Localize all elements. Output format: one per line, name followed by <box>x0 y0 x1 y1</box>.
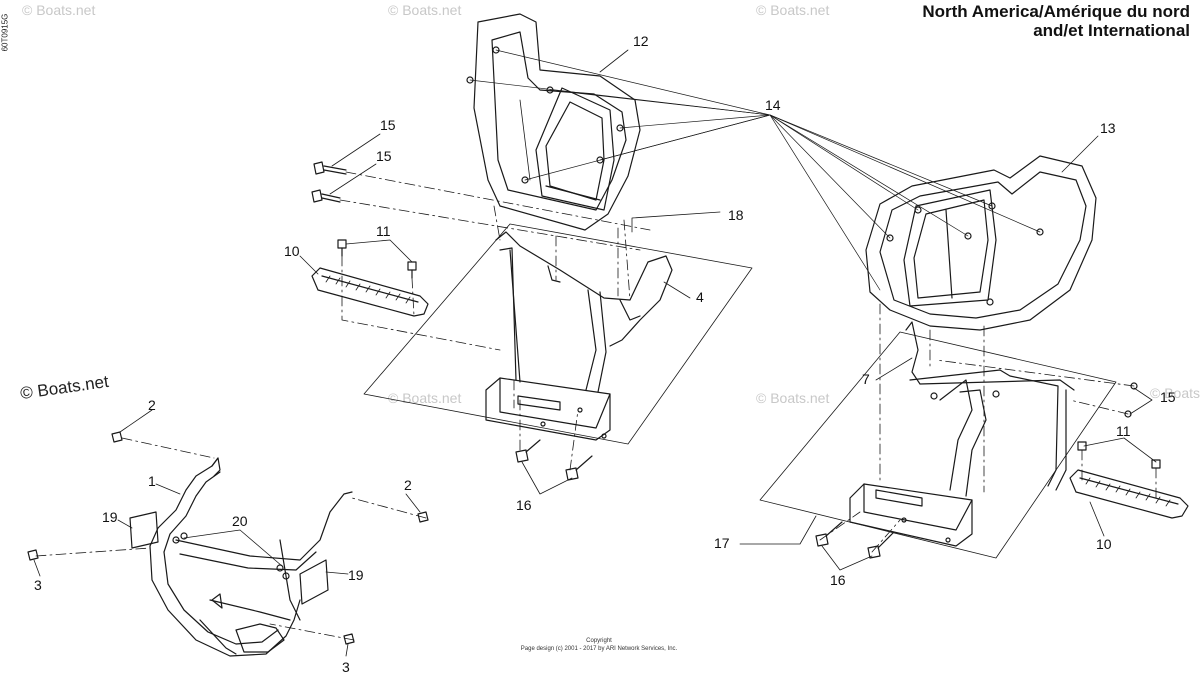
callout-1: 1 <box>148 473 156 489</box>
page-footer: Copyright Page design (c) 2001 - 2017 by… <box>519 637 679 653</box>
bolts-16-right <box>815 521 895 559</box>
callout-11: 11 <box>376 223 391 239</box>
assembly-outline-center <box>363 223 753 445</box>
bolts-15-left <box>311 161 347 203</box>
callout-2: 2 <box>404 477 412 493</box>
callout-15: 15 <box>1160 389 1176 405</box>
callout-leaders <box>33 49 1157 657</box>
region-title: North America/Amérique du nord and/et In… <box>922 2 1190 40</box>
callout-19: 19 <box>348 567 364 583</box>
footrest-shield-13 <box>865 155 1097 331</box>
footer-copyright: Copyright <box>586 638 612 644</box>
bolts-2-3 <box>27 431 429 645</box>
watermark-faint: © Boats.net <box>22 2 96 18</box>
bolts-11-right <box>1077 441 1161 469</box>
callout-16: 16 <box>830 572 846 588</box>
callout-17: 17 <box>714 535 730 551</box>
callout-3: 3 <box>342 659 350 675</box>
callout-18: 18 <box>728 207 744 223</box>
region-title-line2: and/et International <box>1033 21 1190 40</box>
region-title-line1: North America/Amérique du nord <box>922 2 1190 21</box>
watermark-faint: © Boats.net <box>1150 385 1200 401</box>
callout-3: 3 <box>34 577 42 593</box>
front-bumper-1 <box>129 457 353 657</box>
alignment-lines <box>35 171 1157 641</box>
callout-2: 2 <box>148 397 156 413</box>
callout-14: 14 <box>765 97 781 113</box>
callout-4: 4 <box>696 289 704 305</box>
callout-11: 11 <box>1116 423 1131 439</box>
callout-10: 10 <box>1096 536 1112 552</box>
callout-14-leaders <box>469 49 1041 291</box>
callout-10: 10 <box>284 243 300 259</box>
footpeg-10-right <box>1069 469 1189 519</box>
callout-16: 16 <box>516 497 532 513</box>
callout-15: 15 <box>380 117 396 133</box>
callout-12: 12 <box>633 33 649 49</box>
bolts-16-center <box>515 439 593 481</box>
watermark-faint: © Boats.net <box>388 2 462 18</box>
callout-20: 20 <box>232 513 248 529</box>
watermark-faint: © Boats.net <box>756 2 830 18</box>
callout-labels: 12 13 14 15 15 15 18 11 11 10 10 4 7 16 … <box>34 33 1176 675</box>
bracket-7 <box>905 321 1075 497</box>
footrest-shield-12 <box>466 13 641 231</box>
assembly-outline-right <box>759 331 1117 559</box>
mount-plate-center <box>485 377 611 441</box>
footpeg-10-left <box>311 267 429 317</box>
bolts-11-left <box>337 239 417 279</box>
callout-15: 15 <box>376 148 392 164</box>
callout-7: 7 <box>862 371 870 387</box>
bracket-18 <box>495 231 673 393</box>
callout-13: 13 <box>1100 120 1116 136</box>
callout-19: 19 <box>102 509 118 525</box>
bolts-15-right <box>1124 382 1138 418</box>
watermark-faint: © Boats.net <box>756 390 830 406</box>
footer-page-design: Page design (c) 2001 - 2017 by ARI Netwo… <box>520 646 678 652</box>
